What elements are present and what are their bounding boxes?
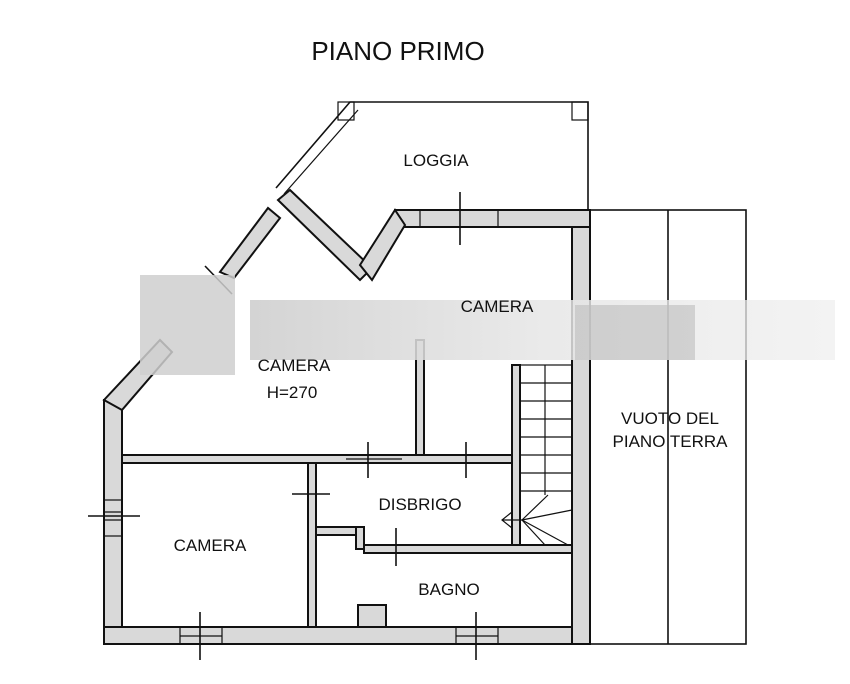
interior-walls: [121, 339, 573, 628]
blurred-band: [140, 275, 835, 375]
loggia-outline: [275, 101, 589, 245]
void-label-line1: VUOTO DEL: [621, 409, 719, 428]
plan-title: PIANO PRIMO: [311, 36, 484, 66]
room-label-camera-large: CAMERA: [258, 356, 331, 375]
room-height-label: H=270: [267, 383, 318, 402]
staircase: [501, 364, 573, 546]
room-label-camera-top: CAMERA: [461, 297, 534, 316]
void-label-line2: PIANO TERRA: [613, 432, 729, 451]
room-label-disbrigo: DISBRIGO: [378, 495, 461, 514]
room-label-loggia: LOGGIA: [403, 151, 469, 170]
room-label-bagno: BAGNO: [418, 580, 479, 599]
room-label-camera-bottom: CAMERA: [174, 536, 247, 555]
void-area: [589, 209, 747, 645]
